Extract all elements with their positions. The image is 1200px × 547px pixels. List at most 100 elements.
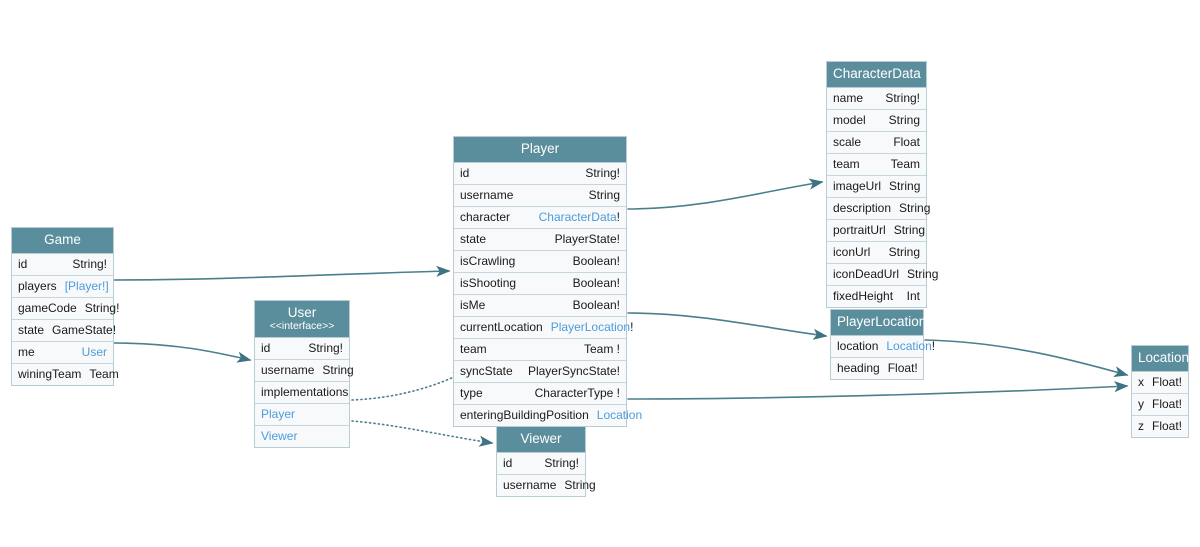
entity-title: Location [1138, 350, 1190, 365]
entity-title: CharacterData [833, 66, 921, 81]
field-type: Int [906, 288, 920, 303]
field-name: gameCode [18, 300, 77, 315]
non-null-marker: ! [616, 209, 620, 224]
field-name: winingTeam [18, 366, 82, 381]
entity-header-playerlocation: PlayerLocation [831, 310, 927, 336]
field-type[interactable]: Location [596, 407, 643, 422]
field-name: iconDeadUrl [833, 266, 900, 281]
field-type: String [322, 362, 354, 377]
edge-user-Player-to-player-syncState [351, 370, 468, 401]
field-type[interactable]: User [81, 344, 107, 359]
field-name: state [460, 231, 487, 246]
field-row[interactable]: gameCode String! [12, 297, 119, 320]
field-name: enteringBuildingPosition [460, 407, 589, 422]
field-row[interactable]: id String! [454, 162, 626, 185]
field-type: GameState! [52, 322, 117, 337]
non-null-marker: ! [931, 338, 936, 353]
field-name: type [460, 385, 483, 400]
field-row[interactable]: type CharacterType ! [454, 382, 626, 405]
entity-header-player: Player [454, 137, 626, 163]
field-name: id [503, 455, 513, 470]
field-row[interactable]: imageUrl String [827, 175, 926, 198]
edge-game-players-to-player-isShooting [113, 265, 451, 281]
edge-game-me-to-user-username [113, 342, 252, 363]
entity-title: PlayerLocation [837, 314, 927, 329]
non-null-marker: ! [630, 319, 634, 334]
field-row[interactable]: character CharacterData! [454, 206, 626, 229]
field-row[interactable]: username String [454, 184, 626, 207]
implementation-row[interactable]: Player [255, 403, 349, 426]
entity-header-viewer: Viewer [497, 427, 585, 453]
field-row[interactable]: winingTeam Team [12, 363, 119, 385]
field-name: scale [833, 134, 862, 149]
implementation-row[interactable]: Viewer [255, 425, 349, 447]
field-type: Float! [887, 360, 918, 375]
field-name: model [833, 112, 866, 127]
field-name: character [460, 209, 511, 224]
field-name: description [833, 200, 892, 215]
field-type[interactable]: PlayerLocation! [550, 319, 634, 334]
entity-header-characterdata: CharacterData [827, 62, 926, 88]
field-type: CharacterType ! [534, 385, 620, 400]
field-name: username [503, 477, 557, 492]
field-type: Team [89, 366, 119, 381]
field-type: Boolean! [572, 275, 620, 290]
field-name: isCrawling [460, 253, 516, 268]
field-type[interactable]: CharacterData! [538, 209, 620, 224]
field-type: Float! [1152, 396, 1183, 411]
field-name: team [833, 156, 860, 171]
field-name: id [460, 165, 470, 180]
field-type: String! [84, 300, 120, 315]
field-row[interactable]: enteringBuildingPosition Location [454, 404, 642, 426]
field-type: Float! [1152, 374, 1183, 389]
field-name: username [460, 187, 514, 202]
field-type: Float! [1152, 418, 1183, 433]
entity-header-location: Location [1132, 346, 1190, 372]
edge-playerlocation-location-to-location-x [924, 339, 1129, 377]
entity-header-game: Game [12, 228, 113, 254]
field-row[interactable]: players[Player!] [12, 275, 113, 298]
field-type: String [889, 178, 921, 193]
field-name: imageUrl [833, 178, 882, 193]
field-type[interactable]: [Player!] [64, 278, 109, 293]
field-type: String [588, 187, 620, 202]
field-type: String! [585, 165, 620, 180]
field-type[interactable]: Location! [886, 338, 936, 353]
